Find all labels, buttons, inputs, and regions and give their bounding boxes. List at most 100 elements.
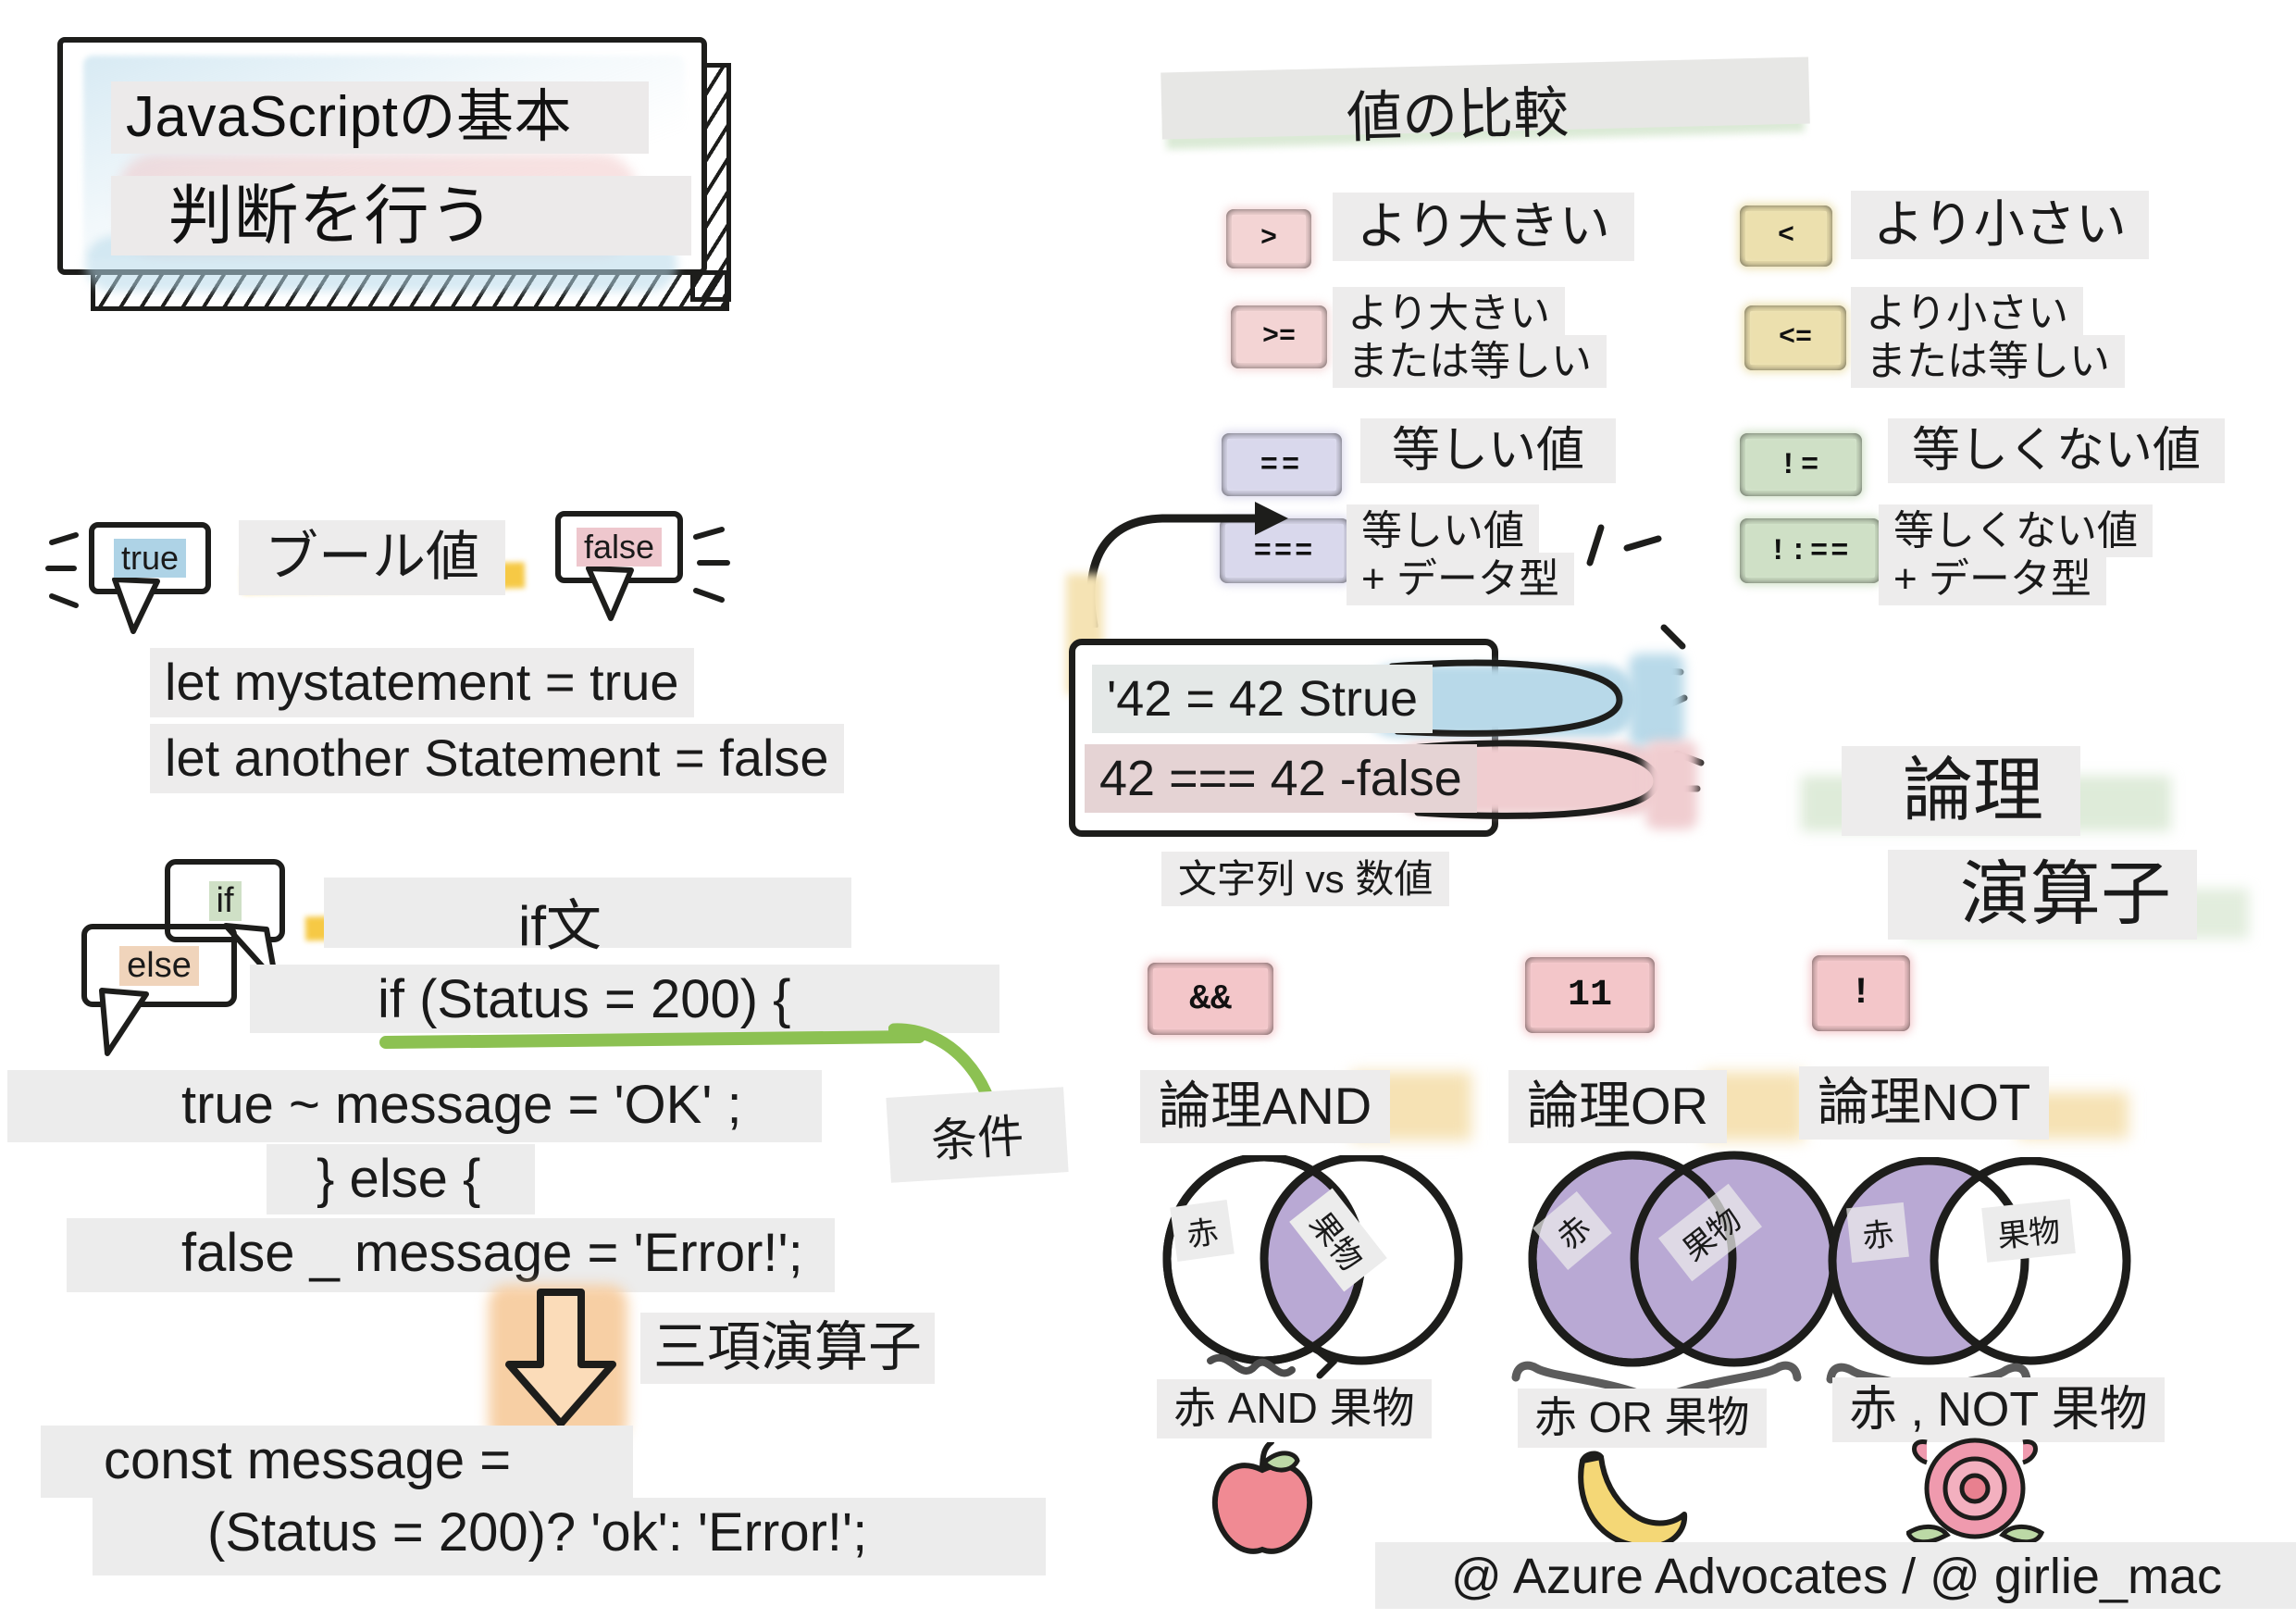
if-code-line-1-highlight — [250, 965, 999, 1033]
operator-label-strict-neq-2: + データ型 — [1879, 553, 2106, 606]
logical-heading-line-2: 演算子 — [1888, 850, 2197, 940]
operator-chip-eq[interactable]: == — [1220, 431, 1344, 498]
operator-symbol: == — [1260, 447, 1304, 482]
if-heading-highlight — [324, 878, 851, 948]
operator-chip-neq[interactable]: != — [1738, 431, 1864, 498]
strict-demo-caption: 文字列 vs 数値 — [1161, 852, 1450, 907]
sparkle-icon-left — [45, 532, 79, 608]
boolean-heading: ブール値 — [239, 520, 506, 595]
operator-chip-lt[interactable]: < — [1738, 204, 1834, 268]
title-line-2: 判断を行う — [111, 176, 691, 255]
logical-heading-line-1: 論理 — [1842, 746, 2080, 837]
operator-symbol: != — [1779, 447, 1823, 482]
chip-wash — [1523, 955, 1657, 1035]
venn-not-label-right: 果物 — [1981, 1199, 2076, 1263]
ternary-code-line-2: (Status = 200)? 'ok': 'Error!'; — [207, 1502, 868, 1563]
chip-wash — [1224, 207, 1313, 270]
venn-and-pointer — [1207, 1344, 1338, 1379]
if-heading: if文 — [518, 895, 602, 957]
operator-label-gt: より大きい — [1333, 193, 1634, 261]
operator-chip-not[interactable]: ! — [1810, 953, 1912, 1033]
chip-wash — [1810, 953, 1912, 1033]
operator-symbol: === — [1253, 533, 1316, 568]
operator-symbol: < — [1777, 220, 1794, 252]
operator-symbol: 11 — [1567, 974, 1612, 1016]
footer-highlight — [1375, 1542, 2296, 1609]
operator-label-lt: より小さい — [1851, 191, 2149, 259]
chip-wash — [1229, 304, 1329, 370]
comparison-heading: 値の比較 — [1346, 81, 1570, 149]
banana-icon — [1578, 1451, 1688, 1551]
sparkle-wash-blue — [1629, 654, 1684, 746]
if-code-line-2: true ~ message = 'OK' ; — [181, 1075, 742, 1135]
operator-label-strict-neq-1: 等しくない値 — [1879, 504, 2153, 558]
operator-label-neq: 等しくない値 — [1888, 418, 2226, 484]
ternary-code-line-2-highlight — [93, 1498, 1046, 1575]
if-code-line-3: } else { — [316, 1149, 481, 1209]
operator-label-lte-2: または等しい — [1851, 335, 2125, 389]
venn-not-caption: 赤 , NOT 果物 — [1832, 1377, 2165, 1443]
operator-label-gte-2: または等しい — [1333, 335, 1607, 389]
operator-symbol: >= — [1261, 321, 1296, 353]
operator-label-eq: 等しい値 — [1360, 418, 1617, 484]
boolean-code-line-1: let mystatement = true — [150, 648, 694, 717]
title-card: JavaScriptの基本 判断を行う — [57, 37, 731, 311]
chip-wash — [1220, 431, 1344, 498]
sparkle-icon-right — [693, 527, 730, 603]
operator-symbol: <= — [1778, 322, 1812, 354]
rose-icon — [1906, 1438, 2045, 1545]
chip-wash — [1218, 517, 1351, 585]
venn-and — [1162, 1155, 1463, 1365]
if-code-line-4-highlight — [67, 1218, 835, 1292]
venn-and-caption: 赤 AND 果物 — [1157, 1379, 1432, 1438]
operator-label-strict-eq-2: + データ型 — [1347, 553, 1574, 606]
operator-symbol: !:== — [1769, 533, 1852, 568]
operator-label-lte-1: より小さい — [1851, 287, 2084, 341]
apple-icon — [1211, 1442, 1313, 1554]
chip-wash — [1738, 517, 1882, 585]
sparkle-icon-demo-top — [1586, 524, 1662, 567]
operator-chip-and[interactable]: && — [1146, 961, 1275, 1037]
operator-chip-strict-eq[interactable]: === — [1218, 517, 1351, 585]
operator-chip-strict-neq[interactable]: !:== — [1738, 517, 1882, 585]
operator-symbol: && — [1189, 978, 1232, 1019]
operator-label-strict-eq-1: 等しい値 — [1347, 504, 1539, 558]
logical-title-or: 論理OR — [1508, 1070, 1727, 1143]
operator-chip-lte[interactable]: <= — [1743, 304, 1848, 372]
chip-wash — [1146, 961, 1275, 1037]
venn-or-caption: 赤 OR 果物 — [1518, 1389, 1767, 1448]
operator-chip-or[interactable]: 11 — [1523, 955, 1657, 1035]
if-code-line-2-highlight — [7, 1070, 822, 1142]
operator-symbol: > — [1260, 223, 1277, 255]
boolean-code-line-2: let another Statement = false — [150, 724, 844, 793]
operator-chip-gt[interactable]: > — [1224, 207, 1313, 270]
bubble-else-label: else — [119, 945, 199, 986]
venn-not — [1812, 1157, 2164, 1370]
footer-credit: @ Azure Advocates / @ girlie_mac — [1451, 1549, 2222, 1604]
venn-not-label-left: 赤 — [1846, 1202, 1909, 1264]
true-callout-outline — [1388, 659, 1623, 737]
bubble-false-tail — [586, 567, 634, 621]
chip-wash — [1738, 204, 1834, 268]
if-code-line-4: false _ message = 'Error!'; — [181, 1223, 803, 1283]
operator-label-gte-1: より大きい — [1333, 287, 1566, 341]
bubble-true-label: true — [113, 539, 187, 578]
down-arrow-icon — [505, 1289, 616, 1427]
bubble-else-tail — [99, 988, 149, 1056]
chip-wash — [1738, 431, 1864, 498]
sparkle-wash-pink — [1645, 741, 1697, 829]
bubble-true-tail — [112, 578, 160, 634]
logical-title-and: 論理AND — [1140, 1070, 1391, 1143]
title-line-1: JavaScriptの基本 — [111, 81, 649, 154]
logical-title-not: 論理NOT — [1799, 1066, 2050, 1140]
bubble-false-label: false — [576, 528, 663, 567]
strict-demo-line-false: 42 === 42 -false — [1085, 744, 1477, 813]
ternary-code-line-1: const message = — [104, 1430, 512, 1490]
operator-chip-gte[interactable]: >= — [1229, 304, 1329, 370]
ternary-heading: 三項演算子 — [640, 1313, 936, 1384]
chip-wash — [1743, 304, 1848, 372]
strict-demo-line-true: '42 = 42 Strue — [1092, 665, 1433, 733]
venn-and-label-left: 赤 — [1170, 1199, 1235, 1263]
if-code-line-3-highlight — [267, 1144, 535, 1214]
bubble-if-label: if — [208, 880, 242, 921]
